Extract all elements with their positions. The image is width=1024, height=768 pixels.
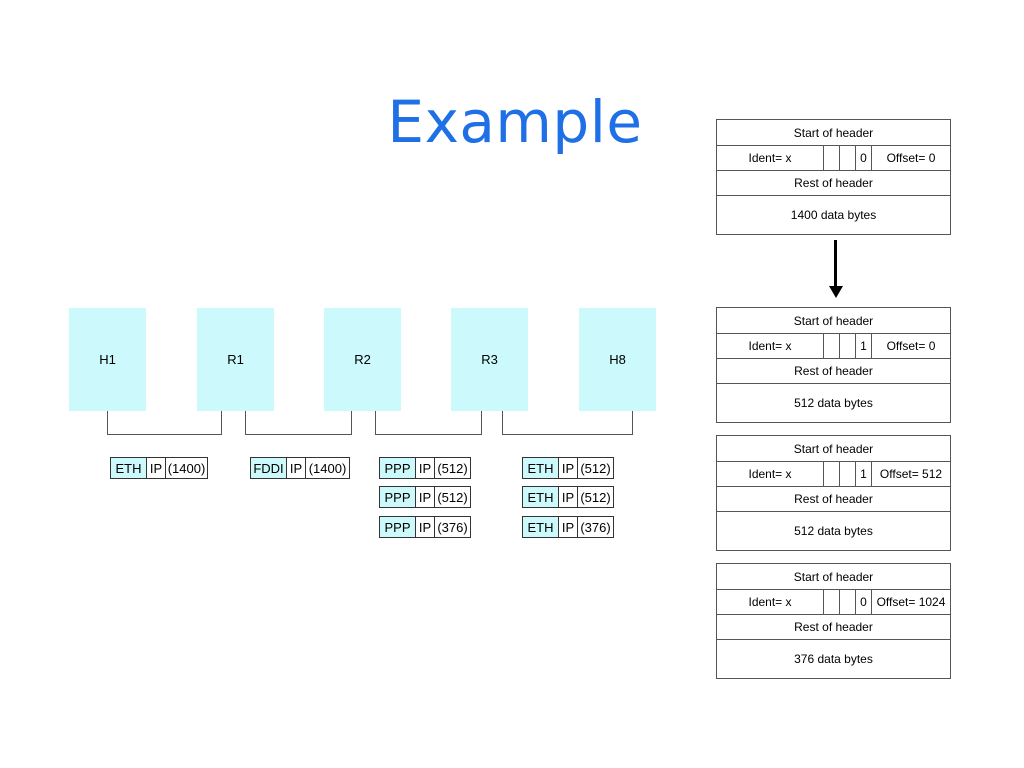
flag-bit-reserved — [823, 146, 839, 170]
data-bytes: 512 data bytes — [794, 396, 873, 410]
packet-proto: PPP — [380, 458, 416, 478]
ident-field: Ident= x — [748, 151, 792, 165]
node-h8: H8 — [579, 308, 656, 411]
flag-bit-df — [839, 334, 855, 358]
offset-field: Offset= 512 — [871, 462, 950, 486]
flag-bit-df — [839, 590, 855, 614]
rest-of-header: Rest of header — [717, 615, 950, 640]
packet-proto: FDDI — [251, 458, 287, 478]
rest-of-header: Rest of header — [717, 171, 950, 196]
start-of-header: Start of header — [717, 120, 950, 146]
flag-bit-reserved — [823, 462, 839, 486]
flag-bit-reserved — [823, 590, 839, 614]
fragment-2: Start of header Ident= x 1 Offset= 512 R… — [716, 435, 951, 551]
packet-ip: IP — [147, 458, 166, 478]
packet-ip: IP — [559, 458, 578, 478]
flag-bit-mf: 0 — [855, 146, 871, 170]
packet-length: (1400) — [167, 460, 206, 476]
node-h1: H1 — [69, 308, 146, 411]
ident-row: Ident= x 1 Offset= 0 — [717, 334, 950, 359]
flag-bit-mf: 1 — [855, 334, 871, 358]
data-bytes: 512 data bytes — [794, 524, 873, 538]
fragment-1: Start of header Ident= x 1 Offset= 0 Res… — [716, 307, 951, 423]
packet-r2-r3-1: PPP IP (512) — [379, 457, 471, 479]
flag-bit-reserved — [823, 334, 839, 358]
packet-ip: IP — [559, 517, 578, 537]
packet-length: (376) — [437, 519, 468, 535]
flag-bit-df — [839, 146, 855, 170]
fragment-original: Start of header Ident= x 0 Offset= 0 Res… — [716, 119, 951, 235]
link-h1-r1 — [107, 411, 222, 435]
packet-r2-r3-3: PPP IP (376) — [379, 516, 471, 538]
flag-bit-mf: 1 — [855, 462, 871, 486]
packet-ip: IP — [559, 487, 578, 507]
start-of-header: Start of header — [717, 308, 950, 334]
packet-r3-h8-1: ETH IP (512) — [522, 457, 614, 479]
start-of-header: Start of header — [717, 436, 950, 462]
link-r3-h8 — [502, 411, 633, 435]
ident-field: Ident= x — [748, 595, 792, 609]
rest-of-header: Rest of header — [717, 359, 950, 384]
ident-row: Ident= x 1 Offset= 512 — [717, 462, 950, 487]
packet-ip: IP — [416, 487, 435, 507]
packet-length: (1400) — [308, 460, 347, 476]
data-bytes: 1400 data bytes — [790, 208, 877, 222]
fragment-3: Start of header Ident= x 0 Offset= 1024 … — [716, 563, 951, 679]
packet-length: (512) — [437, 460, 468, 476]
page-title: Example — [387, 88, 643, 156]
arrow-down-icon — [829, 286, 843, 298]
link-r2-r3 — [375, 411, 482, 435]
ident-row: Ident= x 0 Offset= 0 — [717, 146, 950, 171]
rest-of-header: Rest of header — [717, 487, 950, 512]
node-r2: R2 — [324, 308, 401, 411]
packet-proto: ETH — [111, 458, 147, 478]
ident-field: Ident= x — [748, 467, 792, 481]
packet-proto: ETH — [523, 517, 559, 537]
start-of-header: Start of header — [717, 564, 950, 590]
packet-proto: PPP — [380, 517, 416, 537]
link-r1-r2 — [245, 411, 352, 435]
packet-length: (512) — [580, 489, 611, 505]
packet-proto: ETH — [523, 487, 559, 507]
flag-bit-mf: 0 — [855, 590, 871, 614]
packet-r2-r3-2: PPP IP (512) — [379, 486, 471, 508]
packet-length: (512) — [580, 460, 611, 476]
packet-r1-r2: FDDI IP (1400) — [250, 457, 350, 479]
ident-field: Ident= x — [748, 339, 792, 353]
ident-row: Ident= x 0 Offset= 1024 — [717, 590, 950, 615]
packet-proto: PPP — [380, 487, 416, 507]
packet-ip: IP — [416, 517, 435, 537]
offset-field: Offset= 0 — [871, 146, 950, 170]
packet-length: (512) — [437, 489, 468, 505]
arrow-shaft — [834, 240, 837, 288]
packet-proto: ETH — [523, 458, 559, 478]
packet-ip: IP — [416, 458, 435, 478]
packet-r3-h8-2: ETH IP (512) — [522, 486, 614, 508]
packet-length: (376) — [580, 519, 611, 535]
packet-ip: IP — [287, 458, 306, 478]
offset-field: Offset= 1024 — [871, 590, 950, 614]
offset-field: Offset= 0 — [871, 334, 950, 358]
flag-bit-df — [839, 462, 855, 486]
node-r3: R3 — [451, 308, 528, 411]
node-r1: R1 — [197, 308, 274, 411]
packet-h1-r1: ETH IP (1400) — [110, 457, 208, 479]
data-bytes: 376 data bytes — [794, 652, 873, 666]
packet-r3-h8-3: ETH IP (376) — [522, 516, 614, 538]
